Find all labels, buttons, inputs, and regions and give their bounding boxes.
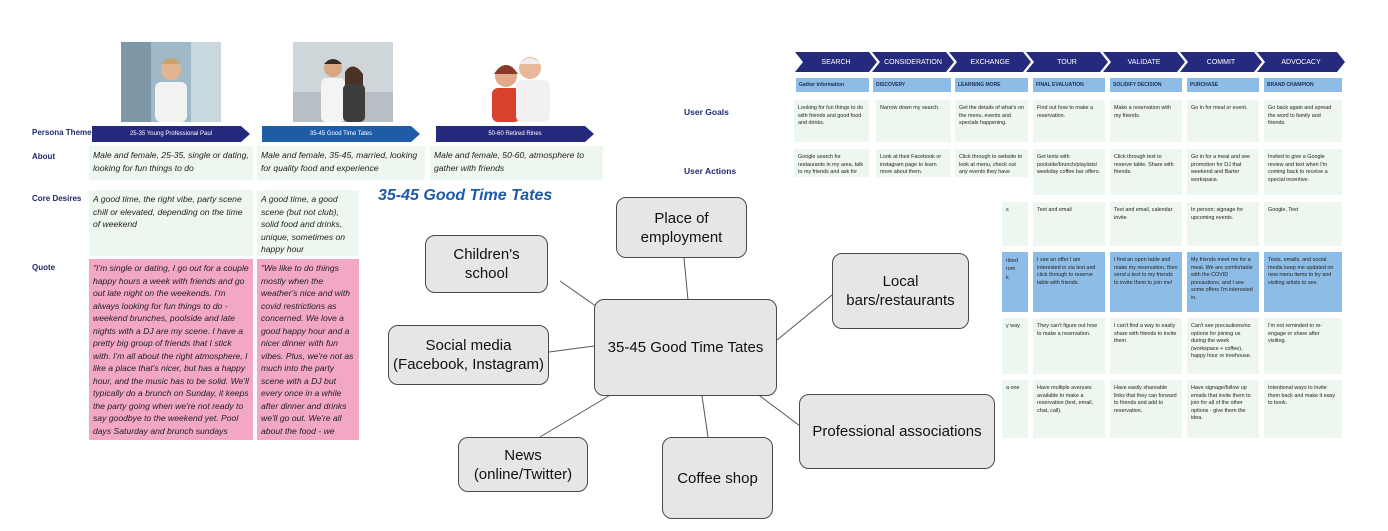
stage-chevron: EXCHANGE bbox=[949, 52, 1031, 72]
about-label: About bbox=[32, 152, 56, 161]
action-cell: Look at their Facebook or instagram page… bbox=[876, 149, 951, 177]
core-desires-cell: A good time, the right vibe, party scene… bbox=[89, 190, 253, 256]
persona-theme-chevron: 35-45 Good Time Tates bbox=[262, 126, 420, 142]
opportunity-cell: Have signage/follow up emails that invit… bbox=[1187, 380, 1259, 438]
pain-point-cell: They can't figure out how to make a rese… bbox=[1033, 318, 1105, 374]
user-actions-label: User Actions bbox=[684, 166, 737, 176]
node-coffee-shop: Coffee shop bbox=[662, 437, 773, 519]
fragment-text: rom bbox=[1006, 266, 1016, 273]
node-local-bars-restaurants: Local bars/restaurants bbox=[832, 253, 969, 329]
connector-professional bbox=[751, 389, 801, 427]
node-center-good-time-tates: 35-45 Good Time Tates bbox=[594, 299, 777, 396]
action-cell: Click through text to reserve table. Sha… bbox=[1110, 149, 1182, 195]
connector-employment bbox=[683, 257, 689, 301]
node-childrens-school: Children's school bbox=[425, 235, 548, 293]
mind-map-title: 35-45 Good Time Tates bbox=[378, 187, 553, 204]
goal-cell: Find out how to make a reservation. bbox=[1033, 100, 1105, 142]
persona-theme-chevron: 50-60 Retired Rines bbox=[436, 126, 594, 142]
goal-cell: Go back again and spread the word to fam… bbox=[1264, 100, 1342, 142]
pain-point-cell: I'm not reminded to re-engage or share a… bbox=[1264, 318, 1342, 374]
goal-cell: Looking for fun things to do with friend… bbox=[794, 100, 869, 142]
about-cell: Male and female, 50-60, atmosphere to ga… bbox=[430, 146, 603, 180]
stage-chevron: COMMIT bbox=[1180, 52, 1262, 72]
goal-cell: Get the details of what's on the menu, e… bbox=[955, 100, 1028, 142]
core-desires-label: Core Desires bbox=[32, 194, 82, 203]
quote-cell: "I'm single or dating, I go out for a co… bbox=[89, 259, 253, 440]
emotion-cell: Texts, emails, and social media keep me … bbox=[1264, 252, 1342, 312]
connector-coffee bbox=[701, 395, 709, 438]
touchpoint-cell: Text and email bbox=[1033, 202, 1105, 246]
node-professional-associations: Professional associations bbox=[799, 394, 995, 469]
couple-photo-icon bbox=[293, 42, 393, 122]
substage-cell: BRAND CHAMPION bbox=[1264, 78, 1342, 92]
substage-cell: LEARNING MORE bbox=[955, 78, 1028, 92]
action-cell: Go in for a meal and see promotion for D… bbox=[1187, 149, 1259, 195]
substage-cell: PURCHASE bbox=[1187, 78, 1259, 92]
persona-theme-label: Persona Theme bbox=[32, 128, 92, 137]
stage-chevron: CONSIDERATION bbox=[872, 52, 954, 72]
fragment-text: ribed bbox=[1006, 258, 1018, 264]
goal-cell: Go in for meal or event. bbox=[1187, 100, 1259, 142]
stage-chevron: TOUR bbox=[1026, 52, 1108, 72]
connector-social bbox=[548, 345, 595, 353]
substage-cell: DISCOVERY bbox=[873, 78, 951, 92]
pain-point-fragment: y way bbox=[1002, 318, 1028, 374]
about-cell: Male and female, 35-45, married, looking… bbox=[257, 146, 425, 180]
substage-cell: FINAL EVALUATION bbox=[1033, 78, 1105, 92]
persona-photo-young-professional bbox=[121, 42, 221, 122]
action-cell: Click through to website to look at menu… bbox=[955, 149, 1028, 177]
user-goals-label: User Goals bbox=[684, 107, 729, 117]
touchpoint-cell: In person; signage for upcoming events. bbox=[1187, 202, 1259, 246]
pain-point-cell: I can't find a way to easily share with … bbox=[1110, 318, 1182, 374]
persona-photo-retired-rines bbox=[466, 42, 566, 122]
emotion-cell: I see an offer I am interested in via te… bbox=[1033, 252, 1105, 312]
stage-chevron: VALIDATE bbox=[1103, 52, 1185, 72]
young-man-photo-icon bbox=[121, 42, 221, 122]
emotion-cell: My friends meet me for a meal. We are co… bbox=[1187, 252, 1259, 312]
action-cell: Google search for restaurants in my area… bbox=[794, 149, 869, 177]
action-cell: Get texts with poolside/brunch/playlists… bbox=[1033, 149, 1105, 195]
connector-bars bbox=[776, 294, 833, 341]
connector-news bbox=[539, 393, 613, 438]
opportunity-fragment: a one bbox=[1002, 380, 1028, 438]
node-social-media: Social media (Facebook, Instagram) bbox=[388, 325, 549, 385]
action-cell: Invited to give a Google review and text… bbox=[1264, 149, 1342, 195]
stage-chevron: SEARCH bbox=[795, 52, 877, 72]
persona-theme-chevron: 25-35 Young Professional Paul bbox=[92, 126, 250, 142]
node-news: News (online/Twitter) bbox=[458, 437, 588, 492]
senior-couple-photo-icon bbox=[466, 42, 566, 122]
substage-cell: SOLIDIFY DECISION bbox=[1110, 78, 1182, 92]
fragment-text: k. bbox=[1006, 274, 1011, 281]
opportunity-cell: Intentional ways to invite them back and… bbox=[1264, 380, 1342, 438]
emotion-cell: I find an open table and make my reserva… bbox=[1110, 252, 1182, 312]
stage-chevron: ADVOCACY bbox=[1257, 52, 1345, 72]
pain-point-cell: Can't see precautions/no options for joi… bbox=[1187, 318, 1259, 374]
touchpoint-cell: Google, Text bbox=[1264, 202, 1342, 246]
goal-cell: Narrow down my search. bbox=[876, 100, 951, 142]
goal-cell: Make a reservation with my friends. bbox=[1110, 100, 1182, 142]
opportunity-cell: Have multiple avenues available to make … bbox=[1033, 380, 1105, 438]
persona-photo-good-time-tates bbox=[293, 42, 393, 122]
core-desires-cell: A good time, a good scene (but not club)… bbox=[257, 190, 359, 256]
touchpoint-fragment: s bbox=[1002, 202, 1028, 246]
touchpoint-cell: Text and email, calendar invite bbox=[1110, 202, 1182, 246]
emotion-fragment: ribed rom k. bbox=[1002, 252, 1028, 312]
substage-cell: Gather Information bbox=[796, 78, 869, 92]
quote-cell: "We like to do things mostly when the we… bbox=[257, 259, 359, 440]
node-place-of-employment: Place of employment bbox=[616, 197, 747, 258]
opportunity-cell: Have easily shareable links that they ca… bbox=[1110, 380, 1182, 438]
about-cell: Male and female, 25-35, single or dating… bbox=[89, 146, 253, 180]
quote-label: Quote bbox=[32, 263, 56, 272]
